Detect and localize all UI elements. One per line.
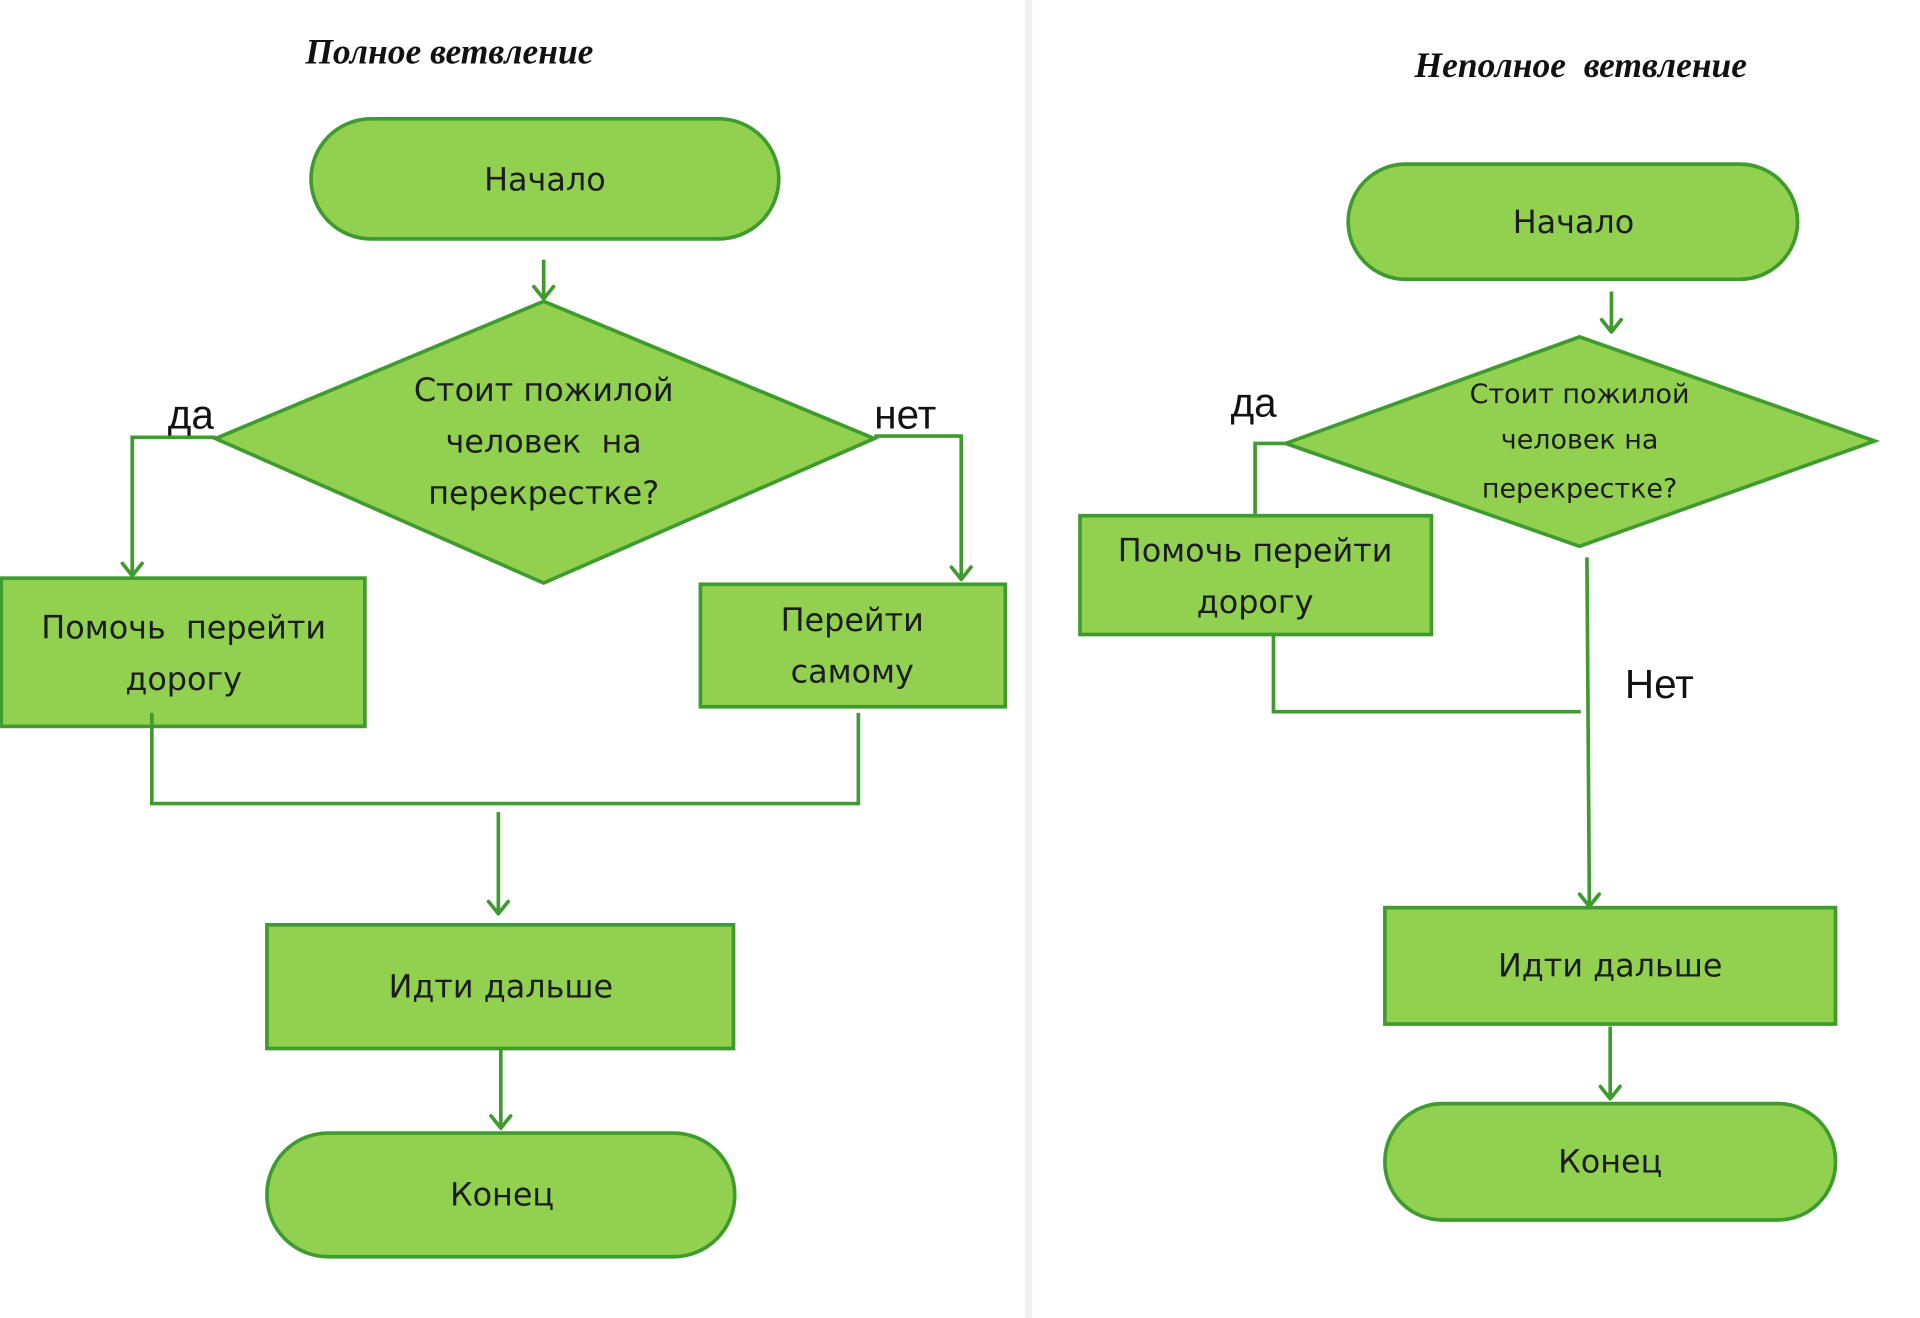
full-start-label: Начало: [484, 160, 606, 198]
full-no-action-line-1: Перейти: [781, 601, 924, 639]
full-no-label: нет: [874, 392, 936, 438]
full-start-node[interactable]: Начало: [309, 116, 781, 241]
full-next-action-shape: [265, 922, 736, 1051]
full-no-action-line-2: самому: [791, 653, 914, 691]
full-decision-node[interactable]: Стоит пожилой человек на перекрестке?: [210, 299, 879, 586]
full-start-shape: [309, 116, 781, 241]
partial-start-label: Начало: [1513, 203, 1635, 241]
full-yes-label: да: [168, 392, 215, 438]
partial-next-action-shape: [1383, 905, 1838, 1026]
full-merge-connector: [150, 712, 861, 806]
full-arrow-no: [874, 434, 964, 580]
arrowhead-icon: [1598, 1084, 1622, 1101]
full-no-action-node[interactable]: Перейти самому: [698, 582, 1008, 709]
partial-next-action-node[interactable]: Идти дальше: [1383, 905, 1838, 1026]
partial-start-shape: [1346, 162, 1800, 282]
partial-arrow-yes: [1253, 441, 1286, 515]
partial-yes-action-node[interactable]: Помочь перейти дорогу: [1078, 513, 1434, 637]
full-yes-action-node[interactable]: Помочь перейти дорогу: [0, 576, 367, 729]
partial-no-label: Нет: [1625, 661, 1694, 707]
full-decision-line-1: Стоит пожилой: [414, 371, 674, 409]
partial-end-label: Конец: [1558, 1143, 1662, 1181]
full-decision-line-2: человек на: [446, 422, 642, 460]
full-end-node[interactable]: Конец: [265, 1131, 737, 1259]
full-decision-shape: [210, 299, 879, 586]
arrowhead-icon: [486, 899, 510, 916]
partial-decision-line-3: перекрестке?: [1482, 473, 1677, 504]
arrowhead-icon: [489, 1114, 513, 1130]
arrowhead-icon: [532, 284, 556, 301]
full-branching-title: Полное ветвление: [304, 32, 593, 72]
partial-end-shape: [1383, 1101, 1838, 1222]
partial-yes-action-shape: [1078, 513, 1434, 637]
full-end-label: Конец: [450, 1176, 554, 1214]
full-arrow-yes: [130, 435, 216, 576]
partial-branching-diagram: Неполное ветвление Начало Стоит пожилой …: [1078, 45, 1881, 1222]
partial-yes-action-line-2: дорогу: [1197, 583, 1314, 621]
partial-end-node[interactable]: Конец: [1383, 1101, 1838, 1222]
partial-decision-node[interactable]: Стоит пожилой человек на перекрестке?: [1280, 334, 1881, 549]
partial-start-node[interactable]: Начало: [1346, 162, 1800, 282]
partial-next-action-label: Идти дальше: [1498, 947, 1722, 985]
full-branching-diagram: Полное ветвление Начало Стоит пожилой че…: [0, 32, 1008, 1259]
full-yes-action-line-2: дорогу: [125, 660, 242, 698]
partial-branching-title: Неполное ветвление: [1414, 45, 1747, 85]
arrowhead-icon: [949, 565, 973, 582]
partial-decision-shape: [1280, 334, 1881, 549]
partial-decision-line-2: человек на: [1501, 424, 1659, 455]
arrowhead-icon: [120, 561, 144, 578]
full-yes-action-line-1: Помочь перейти: [41, 609, 326, 647]
full-next-action-node[interactable]: Идти дальше: [265, 922, 736, 1051]
partial-yes-label: да: [1231, 379, 1278, 425]
full-end-shape: [265, 1131, 737, 1259]
full-no-action-shape: [698, 582, 1008, 709]
partial-decision-line-1: Стоит пожилой: [1470, 379, 1690, 410]
partial-merge-connector: [1271, 635, 1581, 714]
full-decision-line-3: перекрестке?: [428, 474, 659, 512]
partial-arrow-no: [1585, 557, 1592, 907]
full-next-action-label: Идти дальше: [389, 967, 613, 1005]
partial-yes-action-line-1: Помочь перейти: [1118, 531, 1393, 569]
full-yes-action-shape: [0, 576, 367, 729]
arrowhead-icon: [1599, 317, 1624, 334]
